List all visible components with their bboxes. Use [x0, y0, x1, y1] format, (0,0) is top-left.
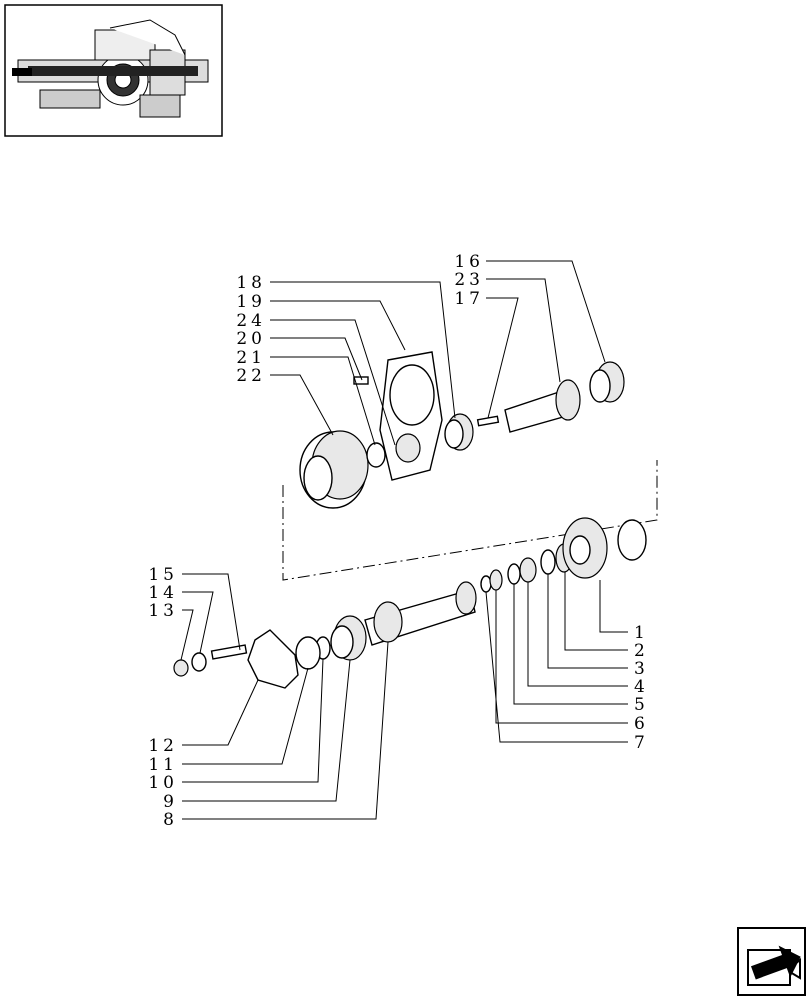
- part-8-shaft: [364, 581, 477, 646]
- leader-lines: [180, 260, 628, 820]
- callout-20: 20: [236, 329, 266, 349]
- part-9-bearing: [330, 615, 367, 661]
- callouts-top-right: 16 23 17: [454, 252, 484, 309]
- part-23-shaft: [504, 379, 581, 433]
- part-11-oring: [295, 636, 321, 670]
- part-1-gear: [562, 517, 647, 579]
- callout-8: 8: [163, 810, 178, 830]
- callout-1: 1: [634, 623, 649, 643]
- callout-19: 19: [236, 292, 266, 312]
- callout-16: 16: [454, 252, 484, 272]
- callout-2: 2: [634, 641, 649, 661]
- callout-18: 18: [236, 273, 266, 293]
- callouts-right: 1 2 3 4 5 6 7: [634, 623, 649, 753]
- callout-9: 9: [163, 792, 178, 812]
- callouts-left-mid: 15 14 13: [148, 565, 178, 621]
- part-21-ring: [366, 442, 386, 468]
- callout-4: 4: [634, 677, 649, 697]
- next-page-arrow-icon[interactable]: [737, 927, 806, 996]
- part-15-stud: [210, 644, 248, 660]
- part-12-cover: [247, 629, 299, 689]
- part-14-washer: [191, 652, 207, 672]
- part-13-nut: [173, 659, 189, 677]
- part-17-pin: [476, 415, 500, 427]
- callout-7: 7: [634, 733, 649, 753]
- part-3-spacer: [540, 549, 556, 575]
- callouts-left-bottom: 12 11 10 9 8: [148, 736, 178, 830]
- part-16-bearing: [589, 361, 625, 403]
- callout-24: 24: [236, 311, 266, 331]
- part-22-gear: [299, 430, 369, 509]
- part-4-bearing: [519, 557, 537, 583]
- callout-22: 22: [236, 366, 266, 386]
- callouts-top-left: 18 19 24 20 21 22: [236, 273, 266, 386]
- callout-13: 13: [148, 601, 178, 621]
- callout-15: 15: [148, 565, 178, 585]
- callout-10: 10: [148, 773, 178, 793]
- part-19-plate: [379, 351, 443, 481]
- part-5-ring: [507, 563, 521, 585]
- tractor-transmission-overview-icon[interactable]: [4, 4, 223, 137]
- callout-5: 5: [634, 695, 649, 715]
- callout-3: 3: [634, 659, 649, 679]
- part-18-bearing: [444, 413, 474, 451]
- callout-14: 14: [148, 583, 178, 603]
- callout-21: 21: [236, 348, 266, 368]
- callout-12: 12: [148, 736, 178, 756]
- callout-11: 11: [148, 755, 178, 775]
- part-6-washer: [489, 569, 503, 591]
- callout-17: 17: [454, 289, 484, 309]
- callout-6: 6: [634, 714, 649, 734]
- callout-23: 23: [454, 270, 484, 290]
